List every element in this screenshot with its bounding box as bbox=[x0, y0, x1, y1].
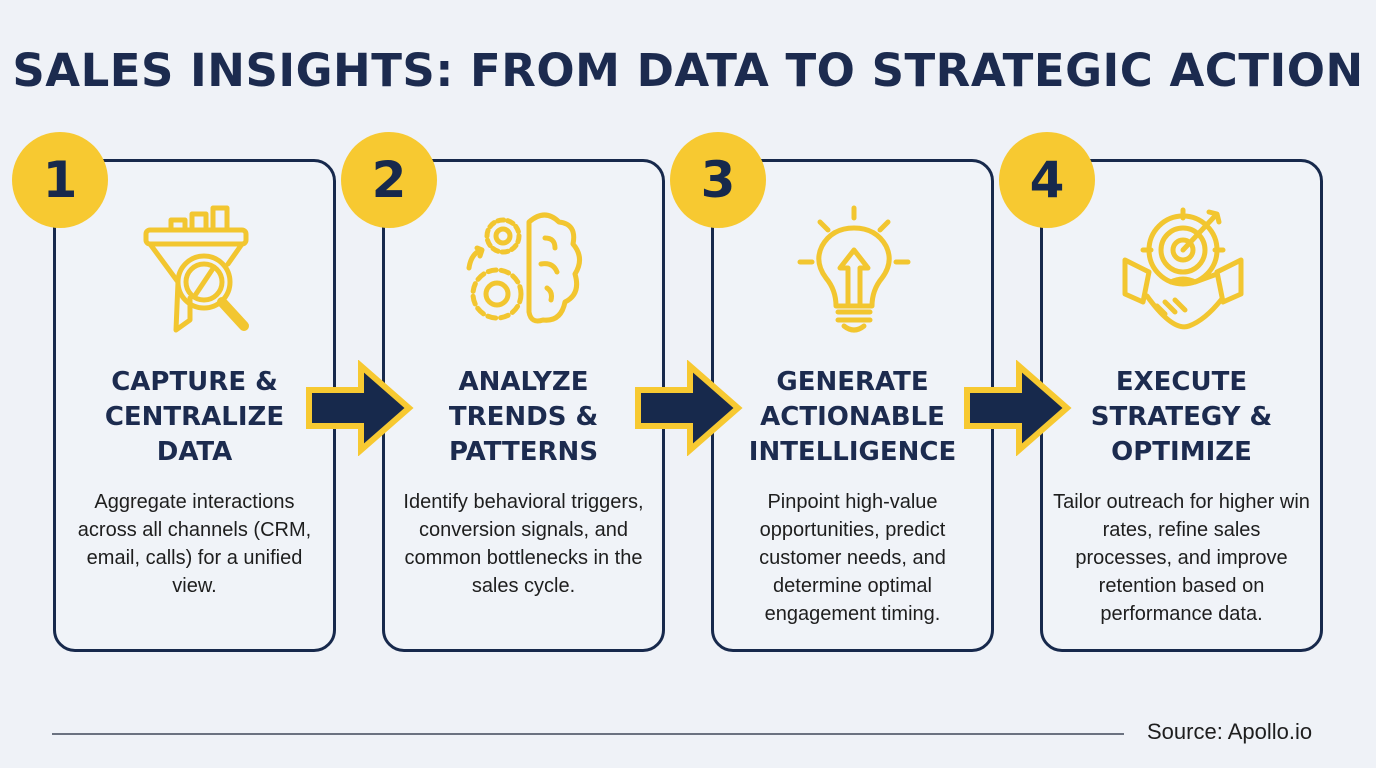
lightbulb-arrow-icon bbox=[797, 205, 911, 333]
page-title: SALES INSIGHTS: FROM DATA TO STRATEGIC A… bbox=[12, 44, 1364, 97]
step-description: Pinpoint high-value opportunities, predi… bbox=[759, 491, 946, 625]
arrow-right-icon bbox=[964, 360, 1072, 456]
source-credit: Source: Apollo.io bbox=[1147, 719, 1313, 744]
step-number-badge: 4 bbox=[999, 132, 1095, 228]
step-number-badge: 2 bbox=[341, 132, 437, 228]
step-description: Identify behavioral triggers, conversion… bbox=[403, 491, 644, 597]
funnel-magnifier-icon bbox=[143, 205, 249, 333]
target-handshake-icon bbox=[1122, 207, 1244, 330]
step-number-badge: 3 bbox=[670, 132, 766, 228]
arrow-right-icon bbox=[306, 360, 414, 456]
footer-divider bbox=[52, 733, 1124, 735]
gears-brain-icon bbox=[466, 212, 582, 324]
arrow-right-icon bbox=[635, 360, 743, 456]
step-description: Aggregate interactions across all channe… bbox=[77, 491, 312, 597]
step-number-badge: 1 bbox=[12, 132, 108, 228]
step-description: Tailor outreach for higher win rates, re… bbox=[1053, 491, 1310, 625]
